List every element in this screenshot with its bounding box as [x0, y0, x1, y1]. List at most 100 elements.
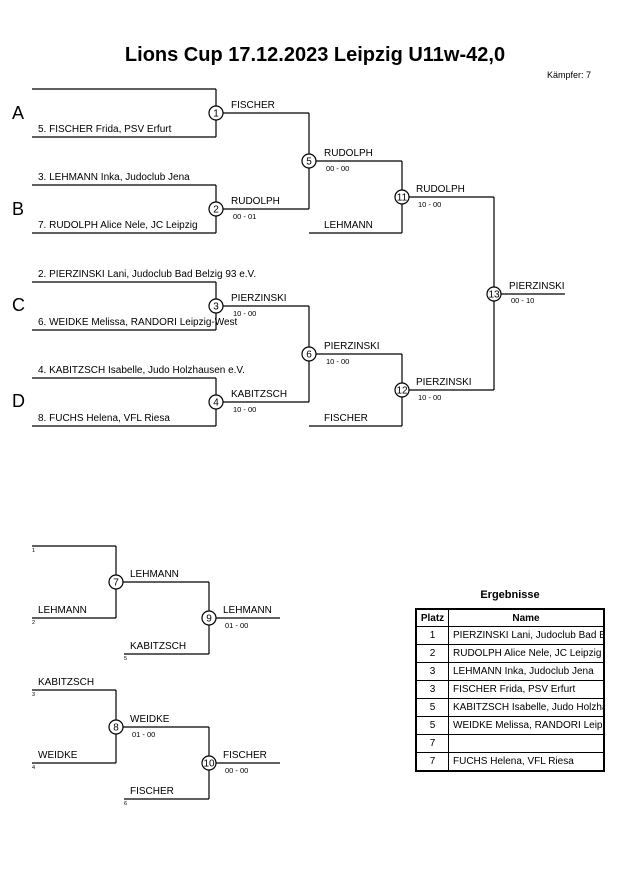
match-score: 01 - 00 [225, 621, 248, 630]
result-place: 7 [415, 752, 449, 772]
result-place: 1 [415, 626, 449, 645]
match-winner: PIERZINSKI [416, 377, 472, 388]
match-number: 11 [397, 193, 408, 204]
slot-number: 5 [124, 656, 127, 662]
result-name: FUCHS Helena, VFL Riesa [448, 752, 605, 772]
repechage-entry: WEIDKE [38, 750, 78, 761]
result-name: PIERZINSKI Lani, Judoclub Bad Belzig [448, 626, 605, 645]
result-name: RUDOLPH Alice Nele, JC Leipzig [448, 644, 605, 663]
repechage-entry: KABITZSCH [130, 641, 186, 652]
match-number: 8 [113, 723, 119, 734]
match-winner: WEIDKE [130, 714, 170, 725]
result-place: 2 [415, 644, 449, 663]
match-circle [201, 755, 217, 771]
match-number: 10 [203, 759, 215, 770]
page-title: Lions Cup 17.12.2023 Leipzig U11w-42,0 [124, 44, 506, 66]
match-circle [201, 610, 217, 626]
results-title: Ergebnisse [480, 589, 540, 601]
match-score: 00 - 00 [225, 766, 248, 775]
match-circle [394, 189, 410, 205]
result-place: 3 [415, 662, 449, 681]
pool-letter: D [12, 391, 25, 411]
match-score: 10 - 00 [326, 357, 349, 366]
match-score: 00 - 00 [326, 164, 349, 173]
slot-number: 1 [32, 548, 35, 554]
match-number: 3 [213, 302, 219, 313]
result-place: 3 [415, 680, 449, 699]
match-number: 6 [306, 350, 312, 361]
match-score: 01 - 00 [132, 730, 155, 739]
pool-letter: A [12, 103, 24, 123]
result-place: 5 [415, 698, 449, 717]
match-circle [208, 298, 224, 314]
match-circle [108, 574, 124, 590]
result-name: LEHMANN Inka, Judoclub Jena [448, 662, 605, 681]
match-circle [208, 201, 224, 217]
entry-name: 4. KABITZSCH Isabelle, Judo Holzhausen e… [38, 365, 245, 376]
match-circle [301, 346, 317, 362]
entry-name: 7. RUDOLPH Alice Nele, JC Leipzig [38, 220, 198, 231]
results-row: 7 [415, 734, 605, 753]
result-name: FISCHER Frida, PSV Erfurt [448, 680, 605, 699]
match-entry: FISCHER [324, 413, 368, 424]
match-score: 10 - 00 [233, 309, 256, 318]
match-number: 2 [213, 205, 219, 216]
pool-letter: B [12, 199, 24, 219]
match-winner: PIERZINSKI [509, 281, 565, 292]
match-score: 10 - 00 [418, 200, 441, 209]
entry-name: 8. FUCHS Helena, VFL Riesa [38, 413, 170, 424]
header-name: Name [448, 608, 605, 627]
match-circle [301, 153, 317, 169]
match-score: 10 - 00 [418, 393, 441, 402]
match-number: 9 [206, 614, 212, 625]
slot-number: 2 [32, 620, 35, 626]
slot-number: 6 [124, 801, 127, 807]
match-number: 1 [213, 109, 219, 120]
match-score: 00 - 10 [511, 296, 534, 305]
match-circle [486, 286, 502, 302]
entry-name: 5. FISCHER Frida, PSV Erfurt [38, 124, 172, 135]
result-name: WEIDKE Melissa, RANDORI Leipzig-W [448, 716, 605, 735]
match-number: 5 [306, 157, 312, 168]
match-number: 7 [113, 578, 119, 589]
match-winner: FISCHER [231, 100, 275, 111]
match-entry: LEHMANN [324, 220, 373, 231]
match-number: 4 [213, 398, 219, 409]
match-winner: RUDOLPH [231, 196, 280, 207]
results-header-row: Platz Name [415, 608, 605, 627]
match-number: 13 [488, 290, 500, 301]
match-winner: LEHMANN [130, 569, 179, 580]
slot-number: 3 [32, 692, 35, 698]
match-score: 10 - 00 [233, 405, 256, 414]
result-name: KABITZSCH Isabelle, Judo Holzhausen [448, 698, 605, 717]
match-circle [208, 394, 224, 410]
entry-name: 3. LEHMANN Inka, Judoclub Jena [38, 172, 190, 183]
match-winner: KABITZSCH [231, 389, 287, 400]
slot-number: 4 [32, 765, 35, 771]
repechage-entry: FISCHER [130, 786, 174, 797]
result-place: 5 [415, 716, 449, 735]
match-winner: LEHMANN [223, 605, 272, 616]
repechage-entry: KABITZSCH [38, 677, 94, 688]
match-circle [394, 382, 410, 398]
match-circle [108, 719, 124, 735]
match-winner: PIERZINSKI [324, 341, 380, 352]
entry-name: 2. PIERZINSKI Lani, Judoclub Bad Belzig … [38, 269, 256, 280]
match-winner: RUDOLPH [416, 184, 465, 195]
match-winner: PIERZINSKI [231, 293, 287, 304]
header-place: Platz [415, 608, 449, 627]
match-winner: FISCHER [223, 750, 267, 761]
result-name [448, 734, 605, 753]
match-score: 00 - 01 [233, 212, 256, 221]
pool-letter: C [12, 295, 25, 315]
match-winner: RUDOLPH [324, 148, 373, 159]
